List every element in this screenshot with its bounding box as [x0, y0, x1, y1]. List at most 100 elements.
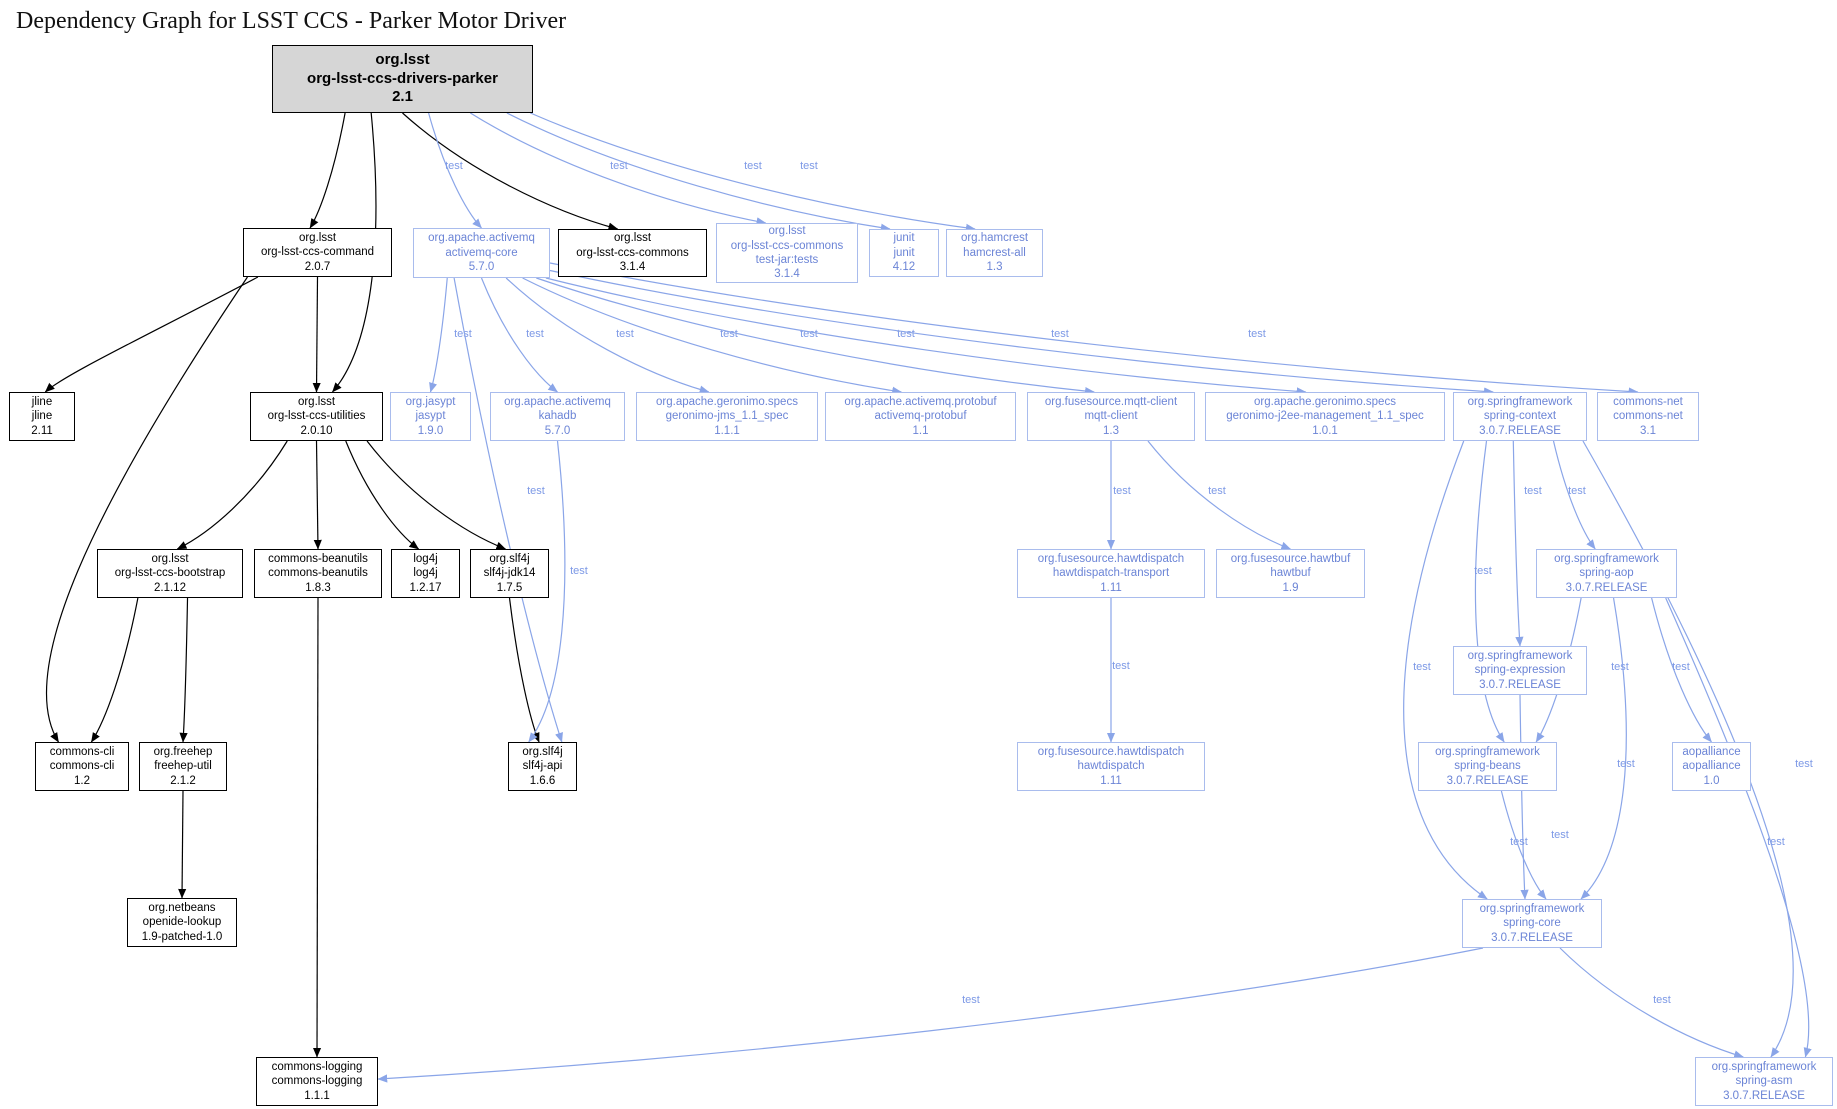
node-label-line: org.apache.activemq.protobuf — [844, 395, 997, 408]
edge-label-test: test — [1617, 758, 1635, 770]
node-label-line: commons-logging — [271, 1060, 363, 1073]
node-label-line: commons-net — [1613, 395, 1683, 408]
node-label-line: 1.3 — [986, 261, 1003, 274]
node-label-line: aopalliance — [1682, 745, 1741, 758]
edge-label-test: test — [570, 565, 588, 577]
node-label-line: 3.1.4 — [774, 268, 800, 281]
edge-label-test: test — [800, 328, 818, 340]
edge-label-test: test — [1795, 758, 1813, 770]
node-label-line: commons-logging — [271, 1075, 363, 1088]
edge-label-test: test — [445, 160, 463, 172]
node-label-line: org.springframework — [1467, 649, 1573, 662]
node-label-line: 2.11 — [31, 424, 53, 437]
node-label-line: org.freehep — [153, 745, 213, 758]
edge-label-test: test — [1672, 661, 1690, 673]
node-label-line: 4.12 — [892, 261, 916, 274]
node-label-line: org.springframework — [1435, 745, 1540, 758]
node-label-line: org.springframework — [1479, 902, 1585, 915]
edge-spring-beans-to-spring-core — [1500, 790, 1547, 900]
node-label-line: commons-cli — [49, 745, 115, 758]
node-label-line: spring-expression — [1474, 664, 1566, 677]
node-label-line: 1.9 — [1282, 581, 1299, 594]
edge-label-test: test — [610, 160, 628, 172]
edge-parker-to-activemq-core — [428, 112, 482, 229]
node-label-line: org.lsst — [151, 552, 189, 565]
node-label-line: hawtdispatch-transport — [1052, 567, 1170, 580]
node-label-line: org.lsst — [375, 50, 430, 68]
edge-utilities-to-slf4j-jdk14 — [366, 440, 507, 550]
node-label-line: activemq-protobuf — [874, 410, 967, 423]
edge-activemq-core-to-jasypt — [429, 277, 448, 393]
node-label-line: activemq-core — [445, 246, 518, 259]
node-label-line: 5.7.0 — [468, 261, 495, 274]
edge-bootstrap-to-commons-cli — [90, 597, 139, 743]
node-label-line: 2.0.7 — [304, 260, 331, 273]
node-label-line: 1.6.6 — [529, 774, 556, 787]
edge-activemq-core-to-spring-context — [549, 269, 1494, 396]
edge-command-to-utilities — [312, 276, 321, 393]
node-label-line: org.lsst — [768, 225, 806, 238]
edge-parker-to-utilities — [332, 112, 377, 393]
edge-activemq-core-to-slf4j-api — [453, 277, 563, 743]
node-label-line: spring-beans — [1454, 760, 1521, 773]
node-label-line: kahadb — [538, 410, 577, 423]
node-label-line: org.springframework — [1711, 1060, 1817, 1073]
edge-spring-context-to-spring-beans — [1474, 440, 1505, 743]
edge-activemq-core-to-mqtt-client — [536, 277, 1095, 396]
edge-label-test: test — [897, 328, 915, 340]
edge-label-test: test — [1568, 485, 1586, 497]
node-label-line: aopalliance — [1682, 760, 1741, 773]
edge-label-test: test — [1653, 994, 1671, 1006]
node-label-line: 1.0 — [1703, 774, 1720, 787]
edge-label-test: test — [1112, 660, 1130, 672]
node-label-line: org-lsst-ccs-command — [260, 246, 375, 259]
node-label-line: org.apache.geronimo.specs — [1254, 395, 1396, 408]
edge-activemq-core-to-kahadb — [480, 277, 558, 393]
node-label-line: 3.0.7.RELEASE — [1479, 678, 1561, 691]
node-label-line: test-jar:tests — [755, 254, 819, 266]
node-label-line: org.lsst — [613, 232, 652, 245]
node-label-line: 3.0.7.RELEASE — [1446, 774, 1529, 787]
edge-spring-core-to-spring-asm — [1559, 947, 1744, 1059]
edge-spring-expression-to-spring-core — [1519, 694, 1529, 900]
edge-parker-to-ccs-commons-tests — [470, 112, 767, 226]
node-label-line: org.apache.geronimo.specs — [656, 395, 798, 408]
node-label-line: openide-lookup — [142, 916, 222, 929]
node-label-line: 1.8.3 — [305, 581, 331, 594]
node-label-line: org.apache.activemq — [428, 232, 535, 245]
edge-spring-aop-to-spring-core — [1580, 597, 1627, 900]
edge-spring-aop-to-aopalliance — [1651, 597, 1712, 743]
node-label-line: 1.11 — [1100, 581, 1122, 594]
node-label-line: spring-context — [1483, 410, 1557, 423]
node-label-line: spring-aop — [1579, 567, 1634, 580]
node-label-line: slf4j-jdk14 — [483, 567, 536, 580]
node-label-line: jasypt — [415, 410, 446, 423]
edge-label-test: test — [1524, 485, 1542, 497]
node-label-line: hawtdispatch — [1077, 760, 1145, 773]
node-label-line: commons-net — [1613, 410, 1683, 423]
edge-spring-context-to-spring-core — [1403, 440, 1488, 900]
node-label-line: 2.0.10 — [300, 424, 333, 437]
node-label-line: spring-core — [1503, 917, 1561, 930]
edge-spring-context-to-spring-aop — [1552, 440, 1596, 550]
edge-label-test: test — [1510, 836, 1528, 848]
node-label-line: spring-asm — [1735, 1075, 1793, 1088]
node-label-line: geronimo-jms_1.1_spec — [665, 410, 789, 423]
edge-activemq-core-to-commons-net — [549, 262, 1639, 396]
node-label-line: 1.2.17 — [409, 581, 442, 594]
